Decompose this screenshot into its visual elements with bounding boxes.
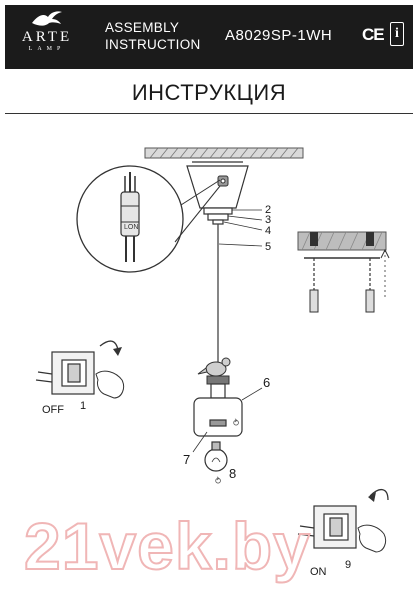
callout-7: 7 [183,452,191,467]
brand-name: ARTE [21,29,73,45]
bird-base [206,375,230,385]
callout-2: 2 [265,204,272,216]
bulb-icon [204,441,228,472]
callout-leaders [218,209,263,247]
switch-on-illustration [297,505,357,549]
hand-icon [95,370,125,399]
bird-logo-icon [32,11,62,26]
document-title-line1: ASSEMBLY [105,20,180,35]
bird-ornament [197,357,231,377]
rotate-icon-8: ⥁ [215,476,221,487]
document-title: ASSEMBLY INSTRUCTION [105,19,201,53]
hand-icon [357,524,387,553]
callout-6: 6 [263,375,271,390]
switch-on-step: 9 [345,559,352,571]
switch-off-label: OFF [42,404,64,416]
callout-3: 3 [265,214,272,226]
arrow-icon [99,340,122,356]
document-title-line2: INSTRUCTION [105,37,201,52]
section-title: ИНСТРУКЦИЯ [131,80,287,105]
model-number: A8029SP-1WH [225,27,333,44]
callout-5: 5 [265,241,272,253]
switch-off-step: 1 [80,400,87,412]
switch-off-illustration [35,351,95,395]
brand-subtitle: LAMP [28,46,66,52]
callout-7-leader [192,431,208,453]
header-bar: ARTE LAMP ASSEMBLY INSTRUCTION A8029SP-1… [5,5,413,69]
svg-text:LON: LON [124,224,138,231]
callout-6-leader [241,387,263,401]
ce-mark: CE [362,25,385,44]
watermark: 21vek.by [23,508,311,584]
detail-bubble: LON [76,165,221,273]
lamp-holder [193,383,243,437]
arrow-icon [368,489,389,502]
switch-on-label: ON [310,566,327,578]
brand-logo: ARTE LAMP [15,9,79,53]
rotate-icon-6: ⥁ [233,418,239,429]
terminal-block [217,175,229,187]
ceiling [144,147,304,159]
callout-8: 8 [229,466,237,481]
canopy [186,161,249,225]
mounting-detail [297,231,390,313]
callout-4: 4 [265,225,272,237]
title-divider [5,113,413,114]
watermark-text: 21vek.by [24,509,311,583]
info-icon: i [390,22,404,46]
assembly-diagram: LON ⥁ ⥁ [35,147,390,553]
